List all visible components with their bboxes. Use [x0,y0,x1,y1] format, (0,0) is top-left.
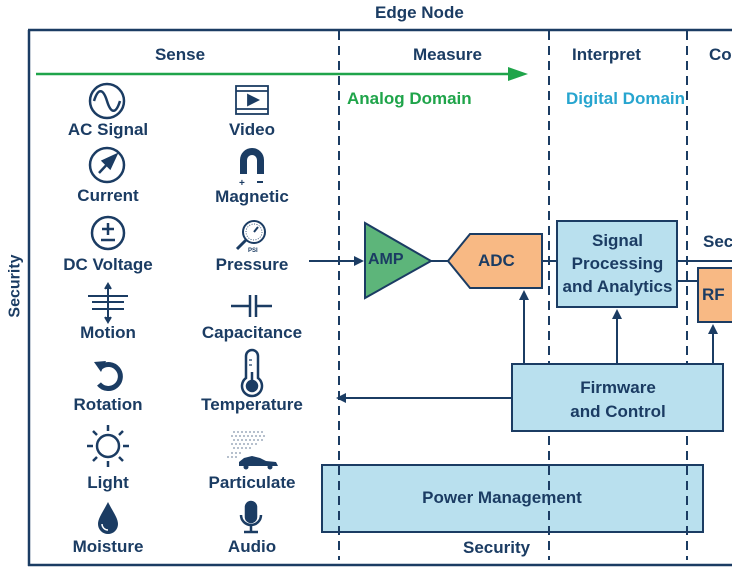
security-side-label: Security [6,254,24,318]
column-header-sense: Sense [154,45,206,64]
sensor-label-current: Current [77,186,139,205]
adc-label: ADC [478,251,515,270]
capacitor-icon [231,295,272,317]
rf-block[interactable] [697,267,732,323]
bottom-security-label: Security [463,538,531,557]
sine-wave-icon [88,82,126,120]
droplet-icon [98,502,118,534]
pressure-gauge-icon: PSI [235,220,266,254]
amp-block[interactable] [364,221,434,300]
sensor-label-video: Video [229,120,275,139]
sensor-label-magnetic: Magnetic [215,187,289,206]
firmware-control-block[interactable] [511,363,724,432]
column-header-communicate: Co [709,45,732,64]
video-icon [235,85,269,115]
firmware-line2: and Control [570,402,666,421]
power-management-label: Power Management [422,488,582,507]
signal-processing-line1: Signal [591,231,643,250]
sensor-label-motion: Motion [80,323,136,342]
signal-processing-line2: Processing [571,254,664,273]
sensor-label-capacitance: Capacitance [201,323,303,342]
power-management-block[interactable] [321,464,704,533]
firmware-control-label: Firmware and Control [512,376,724,424]
sensor-label-pressure: Pressure [215,255,289,274]
thermometer-icon [240,348,264,398]
sun-icon [87,425,129,467]
analog-domain-arrow-head [508,67,528,81]
microphone-icon [239,500,263,534]
svg-text:+: + [239,178,245,189]
signal-processing-block[interactable] [556,220,678,308]
sensor-label-audio: Audio [227,537,277,556]
digital-domain-label: Digital Domain [566,89,686,108]
svg-text:PSI: PSI [248,248,258,254]
magnet-icon: + [239,148,264,189]
rotation-icon [94,361,123,391]
sensor-label-rotation: Rotation [73,395,143,414]
plus-minus-icon [90,215,126,251]
analog-domain-label: Analog Domain [347,89,472,108]
particulate-car-icon [227,431,278,470]
sensor-label-temperature: Temperature [201,395,303,414]
signal-processing-label: Signal Processing and Analytics [557,229,678,298]
column-header-measure: Measure [413,45,482,64]
diagram-title: Edge Node [375,3,464,22]
current-gauge-icon [88,146,126,184]
column-header-interpret: Interpret [572,45,641,64]
sensor-label-moisture: Moisture [72,537,144,556]
sensor-label-particulate: Particulate [208,473,296,492]
sensor-label-dc-voltage: DC Voltage [63,255,153,274]
sensor-label-ac-signal: AC Signal [67,120,149,139]
security-partial-label: Sec [703,232,732,251]
firmware-line1: Firmware [580,378,656,397]
amp-label: AMP [368,251,404,268]
signal-processing-line3: and Analytics [562,277,673,296]
rf-label: RF [702,285,725,304]
sensor-label-light: Light [87,473,129,492]
motion-icon [88,282,128,324]
